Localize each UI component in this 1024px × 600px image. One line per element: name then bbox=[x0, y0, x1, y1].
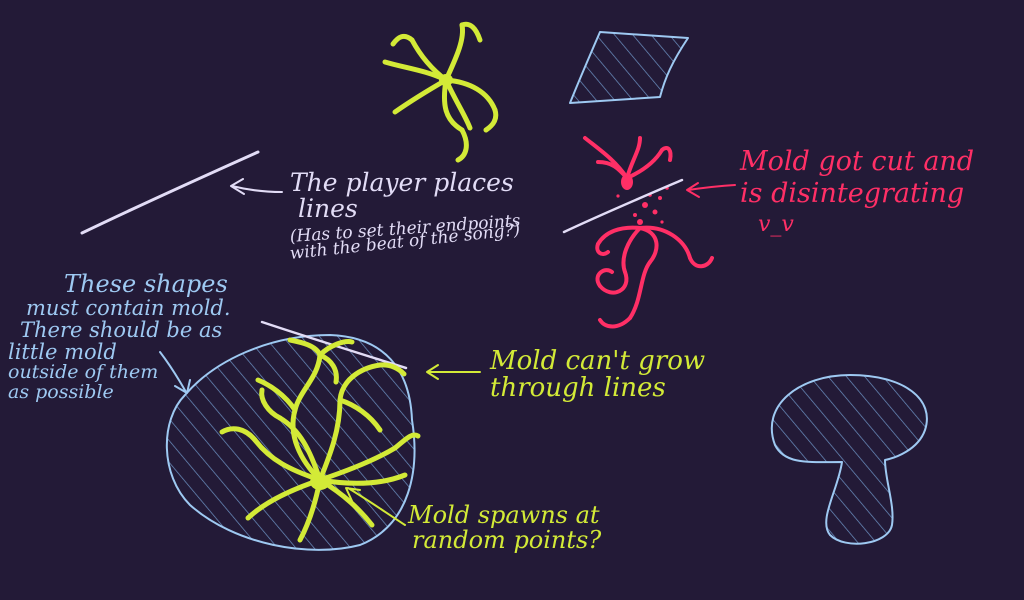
note-spawns: Mold spawns at random points? bbox=[408, 501, 602, 555]
arrow-to-cut-mold bbox=[686, 182, 736, 198]
note-mold-cut-line1: Mold got cut and bbox=[740, 146, 975, 177]
player-line bbox=[80, 150, 260, 235]
note-shapes-line4: little mold bbox=[8, 340, 117, 365]
shape-mushroom bbox=[770, 374, 928, 545]
arrow-to-player-line bbox=[230, 178, 283, 195]
note-shapes-line6: as possible bbox=[8, 381, 114, 404]
note-player-lines-line2: lines bbox=[298, 194, 358, 224]
cut-line bbox=[562, 178, 684, 234]
note-cant-grow-line2: through lines bbox=[490, 373, 666, 404]
shape-parallelogram bbox=[569, 31, 689, 104]
note-spawns-line1: Mold spawns at bbox=[408, 501, 600, 529]
mold-top bbox=[382, 21, 499, 163]
arrow-to-blocking-line bbox=[426, 364, 481, 380]
note-cant-grow: Mold can't grow through lines bbox=[490, 346, 706, 404]
note-shapes: These shapes must contain mold. There sh… bbox=[8, 270, 231, 404]
note-player-lines: The player places lines (Has to set thei… bbox=[289, 168, 521, 264]
note-spawns-line2: random points? bbox=[412, 526, 602, 555]
mold-blob bbox=[219, 337, 421, 543]
note-mold-cut-line2: is disintegrating bbox=[740, 178, 965, 210]
note-player-lines-line1: The player places bbox=[290, 168, 514, 197]
note-cant-grow-line1: Mold can't grow bbox=[490, 346, 706, 376]
mold-red bbox=[583, 136, 714, 329]
mold-red-debris bbox=[616, 174, 669, 225]
arrow-to-spawn-point bbox=[345, 487, 406, 526]
shape-blob bbox=[165, 333, 416, 551]
note-mold-cut: Mold got cut and is disintegrating v_v bbox=[740, 146, 975, 237]
note-shapes-line1: These shapes bbox=[64, 270, 228, 298]
note-mold-cut-face: v_v bbox=[758, 211, 794, 237]
arrow-to-shape bbox=[159, 351, 191, 394]
note-shapes-line3: There should be as bbox=[20, 318, 223, 343]
note-shapes-line5: outside of them bbox=[8, 361, 159, 384]
note-shapes-line2: must contain mold. bbox=[26, 296, 231, 321]
